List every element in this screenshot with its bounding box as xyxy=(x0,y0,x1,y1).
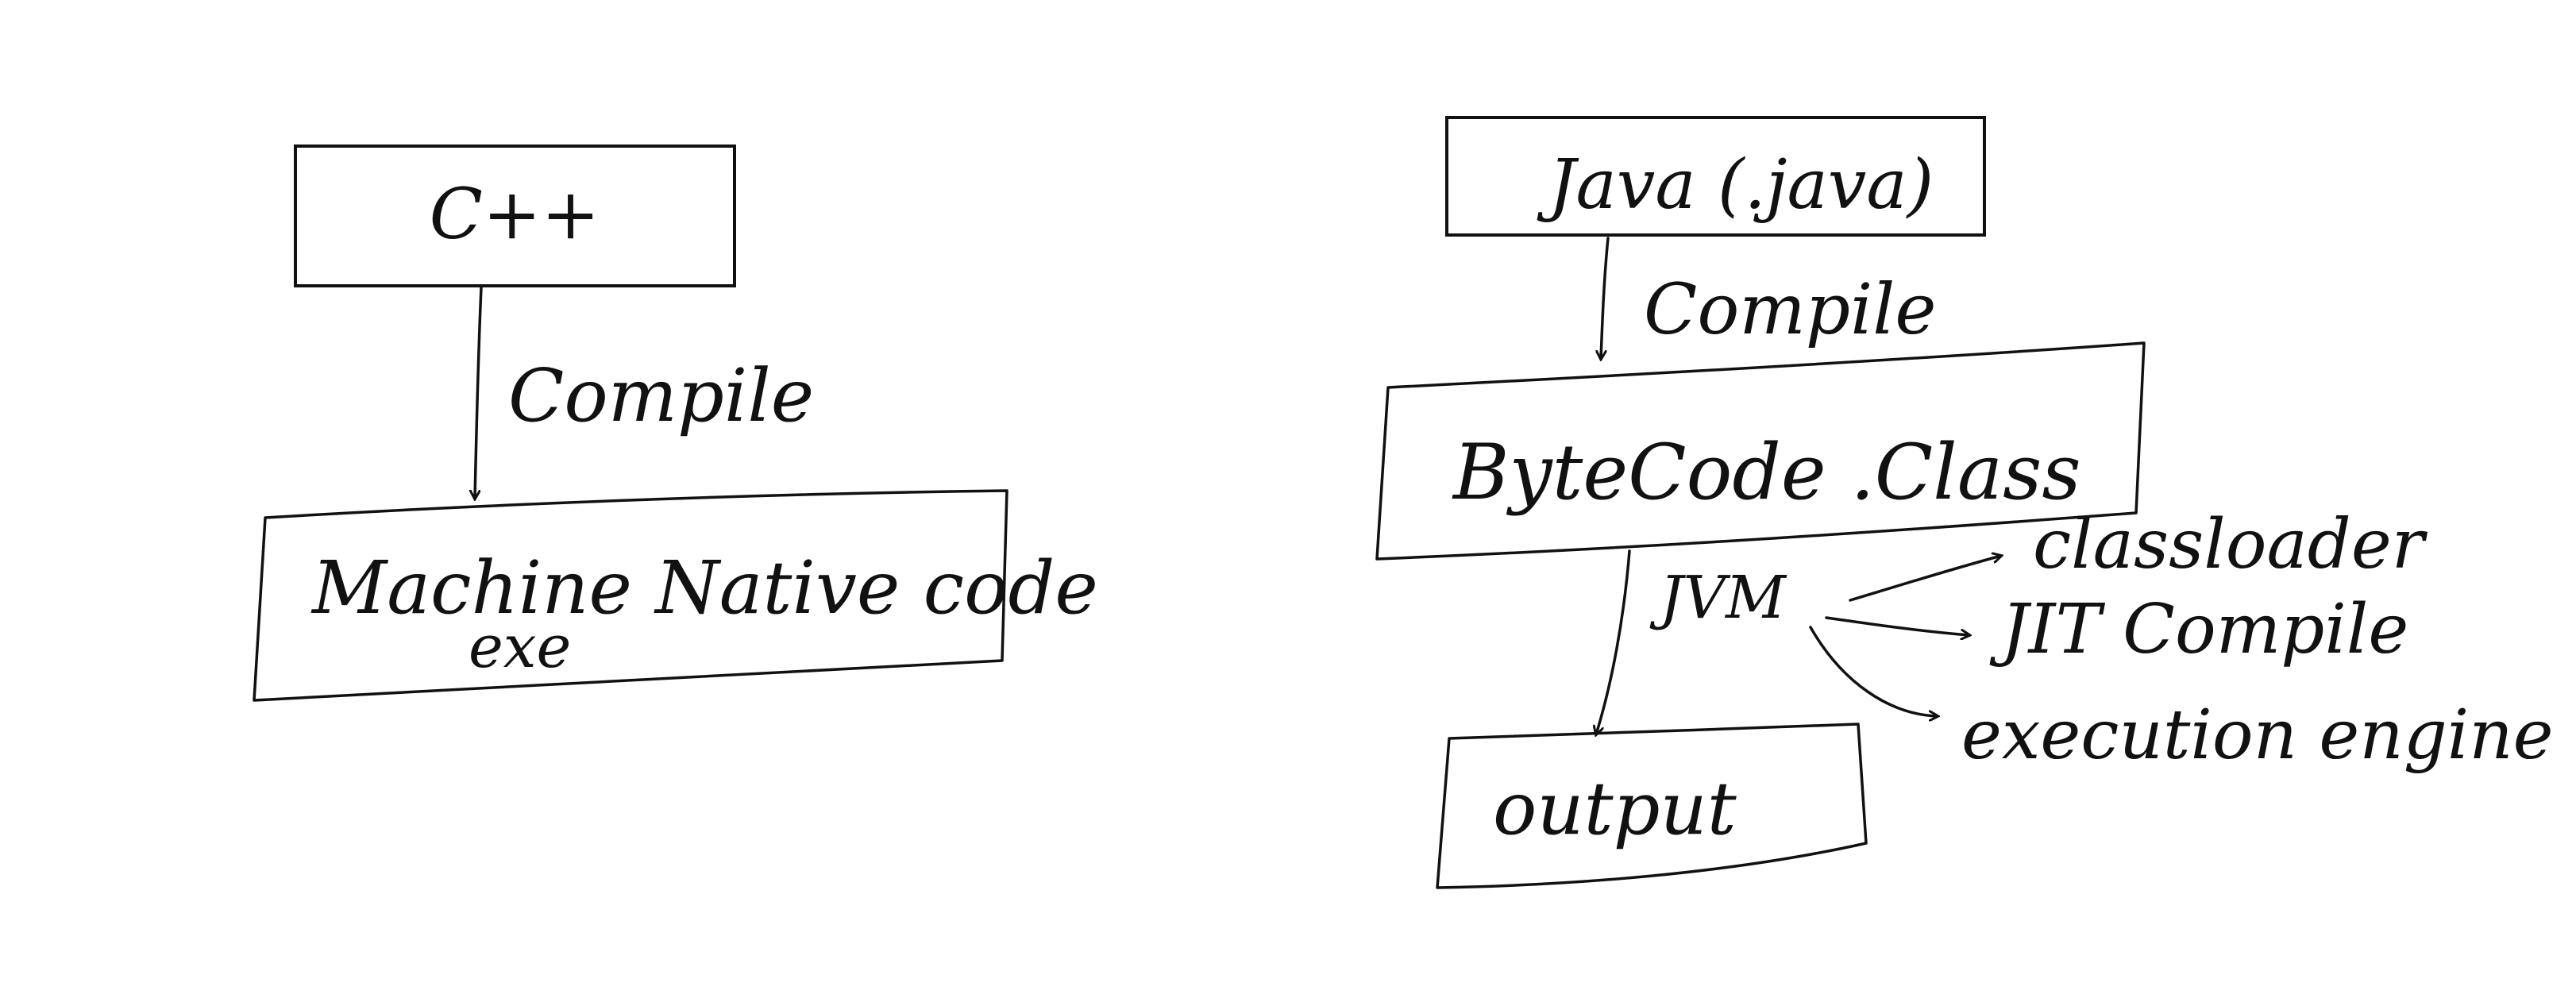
machine-code-box-border xyxy=(253,489,1008,702)
jvm-label: JVM xyxy=(1649,564,1787,632)
output-box-border xyxy=(1436,723,1868,889)
left-diagram: C++ Compile Machine Native code exe xyxy=(253,145,1098,702)
cpp-box: C++ xyxy=(294,145,736,287)
right-diagram: Java (.java) Compile ByteCode .Class JVM… xyxy=(1375,116,2554,889)
jvm-down-arrow xyxy=(1596,549,1631,734)
machine-code-exe-label: exe xyxy=(469,613,571,681)
jit-compile-label: JIT Compile xyxy=(1989,590,2408,669)
machine-code-box: Machine Native code exe xyxy=(253,489,1098,702)
bytecode-box: ByteCode .Class xyxy=(1375,341,2146,561)
bytecode-label: ByteCode .Class xyxy=(1452,428,2081,517)
left-compile-label: Compile xyxy=(508,353,814,438)
right-compile-label: Compile xyxy=(1644,268,1936,350)
cpp-box-border xyxy=(294,145,736,287)
jit-arrow xyxy=(1825,616,1969,635)
bytecode-box-border xyxy=(1375,341,2146,561)
execution-engine-label: execution engine xyxy=(1961,696,2554,775)
java-box: Java (.java) xyxy=(1445,116,1986,237)
java-box-border xyxy=(1445,116,1986,237)
cpp-box-label: C++ xyxy=(430,173,600,255)
machine-code-label: Machine Native code xyxy=(310,545,1098,630)
classloader-label: classloader xyxy=(2033,505,2428,584)
output-box: output xyxy=(1436,723,1868,889)
java-box-label: Java (.java) xyxy=(1537,145,1934,225)
execution-engine-arrow xyxy=(1809,626,1938,716)
output-label: output xyxy=(1493,766,1737,851)
classloader-arrow xyxy=(1849,556,2001,602)
right-compile-arrow xyxy=(1601,237,1610,359)
left-compile-arrow xyxy=(475,286,483,499)
